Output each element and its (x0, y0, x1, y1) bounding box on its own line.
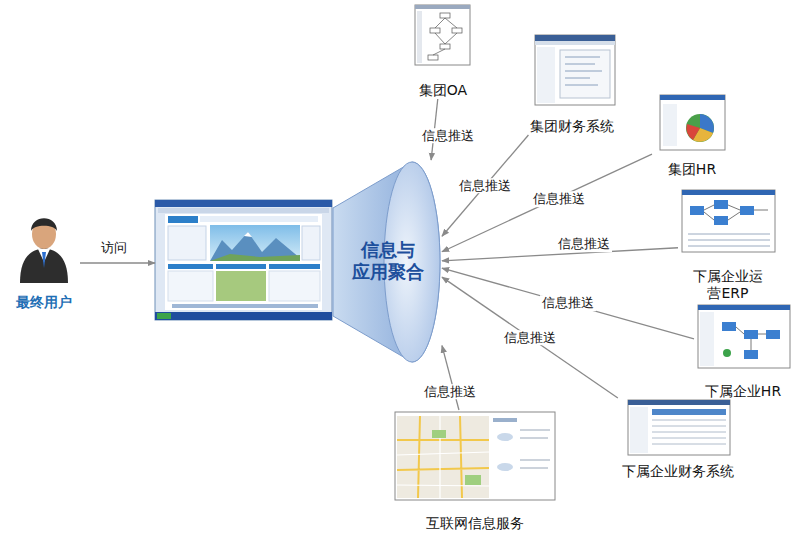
edge-label: 信息推送 (502, 330, 558, 346)
edge-label: 访问 (99, 240, 129, 256)
finance-screenshot (535, 35, 615, 105)
push-arrow (442, 154, 652, 252)
node-label: 集团OA (419, 82, 467, 99)
sub-hr-screenshot (698, 305, 790, 368)
user-node: 最终用户 (8, 215, 80, 311)
system-node: 下属企业运 营ERP (678, 188, 778, 302)
portal-screenshot (155, 200, 332, 320)
edge-label: 信息推送 (420, 128, 476, 144)
system-node: 集团HR (652, 93, 732, 178)
node-label: 最终用户 (16, 294, 72, 311)
aggregation-title: 信息与 应用聚合 (348, 239, 428, 284)
oa-screenshot (415, 5, 470, 65)
push-arrow (442, 277, 618, 398)
node-label: 下属企业HR (705, 383, 781, 400)
edge-label: 信息推送 (457, 178, 513, 194)
edge-label: 信息推送 (422, 384, 478, 400)
push-arrow (442, 135, 528, 236)
system-node: 集团财务系统 (522, 33, 622, 135)
node-label: 互联网信息服务 (426, 515, 524, 532)
hr-screenshot (660, 95, 725, 150)
node-label: 集团财务系统 (530, 118, 614, 135)
edge-label: 信息推送 (531, 191, 587, 207)
aggregation-cone (333, 162, 440, 362)
node-label: 集团HR (668, 161, 716, 178)
system-node: 集团OA (412, 3, 474, 99)
push-arrow (442, 346, 459, 410)
push-arrow (80, 262, 155, 263)
portal-node (155, 200, 332, 320)
user-icon (20, 218, 68, 283)
system-node: 下属企业HR (694, 305, 792, 400)
system-node: 互联网信息服务 (390, 410, 560, 532)
node-label: 下属企业财务系统 (622, 463, 734, 480)
sub-finance-screenshot (628, 400, 730, 455)
edge-label: 信息推送 (540, 296, 596, 312)
system-node: 下属企业财务系统 (615, 398, 740, 480)
node-label: 下属企业运 营ERP (682, 268, 774, 302)
edge-label: 信息推送 (556, 236, 612, 252)
internet-screenshot (395, 412, 555, 500)
erp-screenshot (682, 190, 775, 252)
aggregation-node: 信息与 应用聚合 (334, 160, 442, 362)
